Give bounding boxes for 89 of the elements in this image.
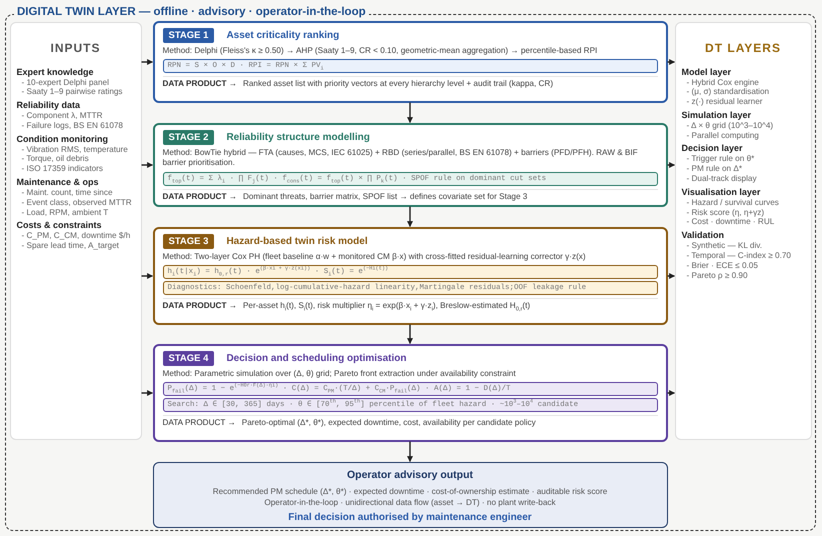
arrow xyxy=(142,273,154,279)
panel-card xyxy=(10,22,142,440)
arrow xyxy=(407,206,413,228)
group-heading: Maintenance & ops xyxy=(16,177,100,188)
stage-badge: STAGE 2 xyxy=(162,130,214,144)
list-item: - Hazard / survival curves xyxy=(686,198,780,208)
group-heading: Expert knowledge xyxy=(16,66,95,78)
output-card xyxy=(152,462,668,528)
group-heading: Validation xyxy=(682,230,726,242)
stage-title: Reliability structure modelling xyxy=(226,132,370,142)
data-product-label: DATA PRODUCT → xyxy=(162,418,236,427)
list-item: - Pareto ρ ≥ 0.90 xyxy=(686,270,749,280)
list-item: - (μ, σ) standardisation xyxy=(686,87,770,98)
formula-box xyxy=(162,265,658,279)
arrow xyxy=(668,273,676,279)
panel-card xyxy=(674,22,812,440)
list-item: - PM rule on Δ* xyxy=(686,164,744,174)
list-item: - Dual-track display xyxy=(686,174,758,184)
list-item: - Vibration RMS, temperature xyxy=(20,144,129,154)
list-item: - Brier · ECE ≤ 0.05 xyxy=(686,260,759,271)
stage-card xyxy=(152,226,668,324)
list-item: - Event class, observed MTTR xyxy=(20,198,133,208)
arrow xyxy=(668,390,676,396)
list-item: - Parallel computing xyxy=(686,130,760,140)
stage-card xyxy=(152,122,668,206)
list-item: - Spare lead time, A_target xyxy=(20,241,120,252)
group-heading: Costs & constraints xyxy=(16,220,103,232)
list-item: - Torque, oil debris xyxy=(20,154,90,164)
list-item: - Saaty 1–9 pairwise ratings xyxy=(20,87,124,98)
formula-box xyxy=(162,172,658,186)
list-item: - Δ × θ grid (10^3–10^4) xyxy=(686,120,774,131)
method-text: Method: BowTie hybrid — FTA (causes, MCS, IEC 61025) + RBD (series/parallel, BS EN 61078) + barriers (PFD/PFH). RAW & BIF barrier prioritisation. xyxy=(162,148,639,168)
method-text: Method: Parametric simulation over (Δ, θ) grid; Pareto front extraction under availability constraint xyxy=(162,368,517,379)
arrow xyxy=(407,442,413,462)
list-item: - ISO 17359 indicators xyxy=(20,164,104,174)
arrow xyxy=(142,162,154,168)
data-product-label: DATA PRODUCT → xyxy=(162,192,237,200)
stage-badge: STAGE 4 xyxy=(162,350,214,366)
stage-badge: STAGE 3 xyxy=(162,234,214,248)
output-text: Operator-in-the-loop · unidirectional data flow (asset → DT) · no plant write-back xyxy=(263,496,557,508)
formula-box xyxy=(162,281,658,295)
formula-box xyxy=(162,59,658,73)
arrow xyxy=(668,59,676,65)
formula-box xyxy=(162,398,658,412)
list-item: - Temporal — C-index ≥ 0.70 xyxy=(686,251,792,261)
data-product-text: Dominant threats, barrier matrix, SPOF list → defines covariate set for Stage 3 xyxy=(242,192,528,200)
list-item: - Trigger rule on θ* xyxy=(686,154,756,164)
group-heading: Condition monitoring xyxy=(16,134,109,145)
output-text: Recommended PM schedule (Δ*, θ*) · expected downtime · cost-of-ownership estimate · auditable risk score xyxy=(212,486,608,496)
group-heading: Visualisation layer xyxy=(682,186,762,198)
list-item: - Synthetic — KL div. xyxy=(686,241,764,252)
list-item: - z(·) residual learner xyxy=(686,97,764,107)
data-product-label: DATA PRODUCT → xyxy=(162,79,237,88)
data-product-text: Per-asset h$_{i}$(t), S$_{i}$(t), risk multiplier η$_{i}$ = exp(β·x$_{i}$ + γ·z$_{i}$), Breslow-estimated H$_{0,r}$(t) xyxy=(242,301,530,310)
panel-heading: DT LAYERS xyxy=(704,40,782,54)
list-item: - C_PM, C_CM, downtime $/h xyxy=(20,231,132,242)
stage-card xyxy=(152,20,668,102)
list-item: - 10-expert Delphi panel xyxy=(20,78,110,88)
output-title: Operator advisory output xyxy=(346,468,474,480)
stage-title: Decision and scheduling optimisation xyxy=(226,352,406,364)
stage-badge: STAGE 1 xyxy=(162,28,214,42)
list-item: - Failure logs, BS EN 61078 xyxy=(20,120,124,131)
arrow xyxy=(668,162,676,168)
group-heading: Simulation layer xyxy=(682,110,752,121)
group-heading: Decision layer xyxy=(682,143,744,154)
arrow xyxy=(142,390,154,396)
stage-card xyxy=(152,344,668,442)
list-item: - Risk score (η, η+γz) xyxy=(686,208,766,218)
group-heading: Reliability data xyxy=(16,100,82,112)
output-note: Final decision authorised by maintenance engineer xyxy=(287,512,533,522)
method-text: Method: Two-layer Cox PH (fleet baseline α·w + monitored CM β·x) with cross-fitted residual-learning corrector γ·z(x) xyxy=(162,252,587,262)
arrow xyxy=(407,102,413,124)
data-product-text: Ranked asset list with priority vectors at every hierarchy level + audit trail (kappa, CR) xyxy=(242,79,554,88)
frame-title: DIGITAL TWIN LAYER — offline · advisory · operator-in-the-loop xyxy=(14,6,369,18)
arrow xyxy=(142,59,154,65)
list-item: - Maint. count, time since xyxy=(20,188,114,198)
panel-heading: INPUTS xyxy=(49,40,102,54)
formula-box xyxy=(162,382,658,396)
group-heading: Model layer xyxy=(682,66,732,78)
list-item: - Cost · downtime · RUL xyxy=(686,217,776,228)
list-item: - Component λ, MTTR xyxy=(20,111,104,121)
stage-title: Hazard-based twin risk model xyxy=(226,236,368,246)
method-text: Method: Delphi (Fleiss's κ ≥ 0.50) → AHP (Saaty 1–9, CR < 0.10, geometric-mean aggregation) → percentile-based RPI xyxy=(162,46,598,56)
data-product-label: DATA PRODUCT → xyxy=(162,301,237,310)
arrow xyxy=(407,324,413,344)
list-item: - Hybrid Cox engine xyxy=(686,78,760,88)
stage-title: Asset criticality ranking xyxy=(226,30,340,40)
list-item: - Load, RPM, ambient T xyxy=(20,208,110,218)
data-product-text: Pareto-optimal (Δ*, θ*), expected downtime, cost, availability per candidate policy xyxy=(242,418,536,427)
